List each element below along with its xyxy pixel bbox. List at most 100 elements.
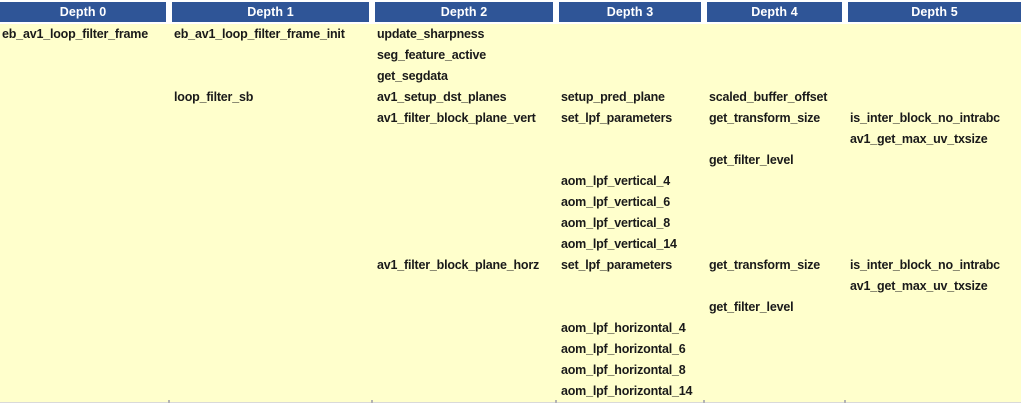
table-cell	[848, 339, 1021, 360]
table-cell	[172, 150, 369, 171]
table-cell	[848, 24, 1021, 45]
table-cell: aom_lpf_horizontal_6	[561, 342, 686, 356]
table-cell	[0, 171, 166, 192]
table-row: av1_filter_block_plane_horz set_lpf_para…	[0, 255, 1021, 276]
table-cell	[848, 318, 1021, 339]
table-cell	[375, 234, 553, 255]
table-cell	[559, 24, 701, 45]
table-cell: aom_lpf_vertical_6	[561, 195, 670, 209]
table-cell: eb_av1_loop_filter_frame	[2, 27, 148, 41]
table-cell	[172, 276, 369, 297]
table-cell	[375, 276, 553, 297]
table-row: aom_lpf_vertical_14	[0, 234, 1021, 255]
table-cell	[707, 276, 842, 297]
table-cell	[848, 192, 1021, 213]
header-cell-depth-4: Depth 4	[707, 2, 842, 22]
table-cell	[0, 213, 166, 234]
table-cell	[172, 171, 369, 192]
table-cell	[375, 171, 553, 192]
table-cell: seg_feature_active	[377, 48, 486, 62]
table-cell	[848, 66, 1021, 87]
table-cell	[172, 360, 369, 381]
table-cell	[848, 213, 1021, 234]
table-cell	[0, 150, 166, 171]
table-cell	[707, 45, 842, 66]
table-cell: aom_lpf_horizontal_14	[561, 384, 693, 398]
table-cell	[0, 234, 166, 255]
table-cell	[707, 381, 842, 402]
table-cell	[707, 66, 842, 87]
table-cell: setup_pred_plane	[561, 90, 665, 104]
table-row: eb_av1_loop_filter_frame eb_av1_loop_fil…	[0, 24, 1021, 45]
table-header-row: Depth 0 Depth 1 Depth 2 Depth 3 Depth 4 …	[0, 2, 1021, 22]
table-row: aom_lpf_horizontal_14	[0, 381, 1021, 402]
table-row: seg_feature_active	[0, 45, 1021, 66]
table-body: eb_av1_loop_filter_frame eb_av1_loop_fil…	[0, 24, 1021, 403]
table-cell	[0, 381, 166, 402]
table-cell	[172, 66, 369, 87]
table-cell: aom_lpf_vertical_8	[561, 216, 670, 230]
table-cell	[375, 339, 553, 360]
table-cell	[707, 24, 842, 45]
table-cell	[707, 234, 842, 255]
header-cell-depth-1: Depth 1	[172, 2, 369, 22]
table-cell	[0, 339, 166, 360]
table-row: get_filter_level	[0, 150, 1021, 171]
table-cell	[0, 87, 166, 108]
gridline-tick	[844, 400, 846, 403]
table-cell	[0, 66, 166, 87]
table-row: get_segdata	[0, 66, 1021, 87]
table-row: loop_filter_sb av1_setup_dst_planes setu…	[0, 87, 1021, 108]
table-cell: get_filter_level	[709, 300, 794, 314]
table-cell	[559, 66, 701, 87]
table-cell	[559, 276, 701, 297]
table-cell: get_segdata	[377, 69, 448, 83]
table-cell	[172, 339, 369, 360]
table-cell	[375, 192, 553, 213]
table-row: aom_lpf_vertical_4	[0, 171, 1021, 192]
gridline-tick	[555, 400, 557, 403]
table-row: aom_lpf_vertical_8	[0, 213, 1021, 234]
header-cell-depth-3: Depth 3	[559, 2, 701, 22]
table-cell	[172, 45, 369, 66]
table-cell	[375, 360, 553, 381]
table-cell	[707, 339, 842, 360]
table-cell: av1_setup_dst_planes	[377, 90, 507, 104]
table-cell	[375, 381, 553, 402]
table-cell: set_lpf_parameters	[561, 111, 673, 125]
table-cell	[172, 234, 369, 255]
table-row: aom_lpf_horizontal_8	[0, 360, 1021, 381]
table-cell	[0, 108, 166, 129]
table-cell	[559, 297, 701, 318]
table-cell	[0, 192, 166, 213]
header-cell-depth-0: Depth 0	[0, 2, 166, 22]
table-row: av1_get_max_uv_txsize	[0, 276, 1021, 297]
table-cell	[707, 360, 842, 381]
table-cell	[707, 192, 842, 213]
table-cell: scaled_buffer_offset	[709, 90, 828, 104]
table-cell	[707, 171, 842, 192]
table-cell	[375, 297, 553, 318]
table-cell	[707, 129, 842, 150]
table-cell	[848, 297, 1021, 318]
table-cell	[707, 213, 842, 234]
table-cell: eb_av1_loop_filter_frame_init	[174, 27, 345, 41]
table-cell: av1_filter_block_plane_vert	[377, 111, 536, 125]
table-cell	[559, 150, 701, 171]
table-cell: loop_filter_sb	[174, 90, 254, 104]
gridline-tick	[703, 400, 705, 403]
table-cell: update_sharpness	[377, 27, 485, 41]
table-cell	[707, 318, 842, 339]
table-cell	[172, 318, 369, 339]
table-cell	[848, 171, 1021, 192]
table-cell	[559, 129, 701, 150]
table-cell	[0, 129, 166, 150]
table-cell	[0, 276, 166, 297]
gridline-tick	[371, 400, 373, 403]
table-row: av1_filter_block_plane_vert set_lpf_para…	[0, 108, 1021, 129]
table-cell	[375, 150, 553, 171]
table-cell	[848, 381, 1021, 402]
table-cell	[0, 255, 166, 276]
table-cell	[848, 234, 1021, 255]
